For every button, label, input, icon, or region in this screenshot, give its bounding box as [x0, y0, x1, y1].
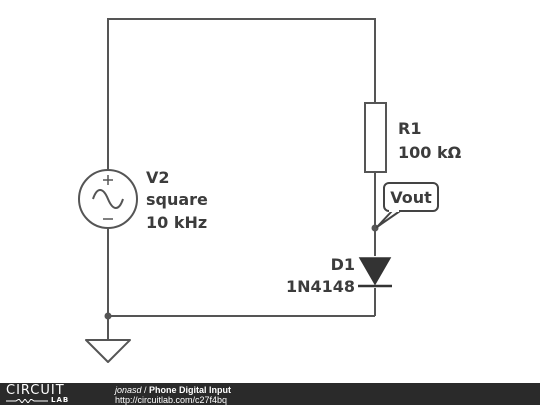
node-dot-ground: [104, 312, 112, 320]
author-link[interactable]: jonasd: [115, 385, 142, 395]
circuit-meta: jonasd / Phone Digital Input http://circ…: [115, 385, 231, 405]
source-frequency-label: 10 kHz: [146, 213, 207, 232]
wire-top: [107, 18, 376, 170]
circuit-url[interactable]: http://circuitlab.com/c27f4bq: [115, 395, 228, 405]
diode-d1[interactable]: [358, 257, 392, 288]
voltage-source-v2[interactable]: [78, 169, 138, 229]
resistor-r1[interactable]: [364, 102, 387, 173]
source-name-label: V2: [146, 168, 170, 187]
ground-symbol: [85, 339, 131, 363]
resistor-value-label: 100 kΩ: [398, 143, 462, 162]
meta-separator: /: [141, 385, 150, 395]
circuit-title[interactable]: Phone Digital Input: [149, 385, 232, 395]
footer-bar: CIRCUIT LAB jonasd / Phone Digital Input…: [0, 383, 540, 405]
diode-name-label: D1: [331, 255, 355, 274]
resistor-name-label: R1: [398, 119, 421, 138]
logo-word: CIRCUIT: [6, 383, 65, 398]
source-type-label: square: [146, 190, 208, 209]
probe-vout[interactable]: [376, 182, 439, 228]
schematic-canvas: V2 square 10 kHz R1 100 kΩ Vout D1 1N414…: [78, 18, 462, 363]
circuitlab-logo[interactable]: CIRCUIT LAB: [6, 384, 96, 404]
logo-sub-word: LAB: [51, 396, 70, 404]
wires: [107, 18, 376, 340]
probe-label: Vout: [390, 188, 432, 207]
logo-resistor-glyph: [6, 399, 48, 403]
diode-part-label: 1N4148: [286, 277, 355, 296]
